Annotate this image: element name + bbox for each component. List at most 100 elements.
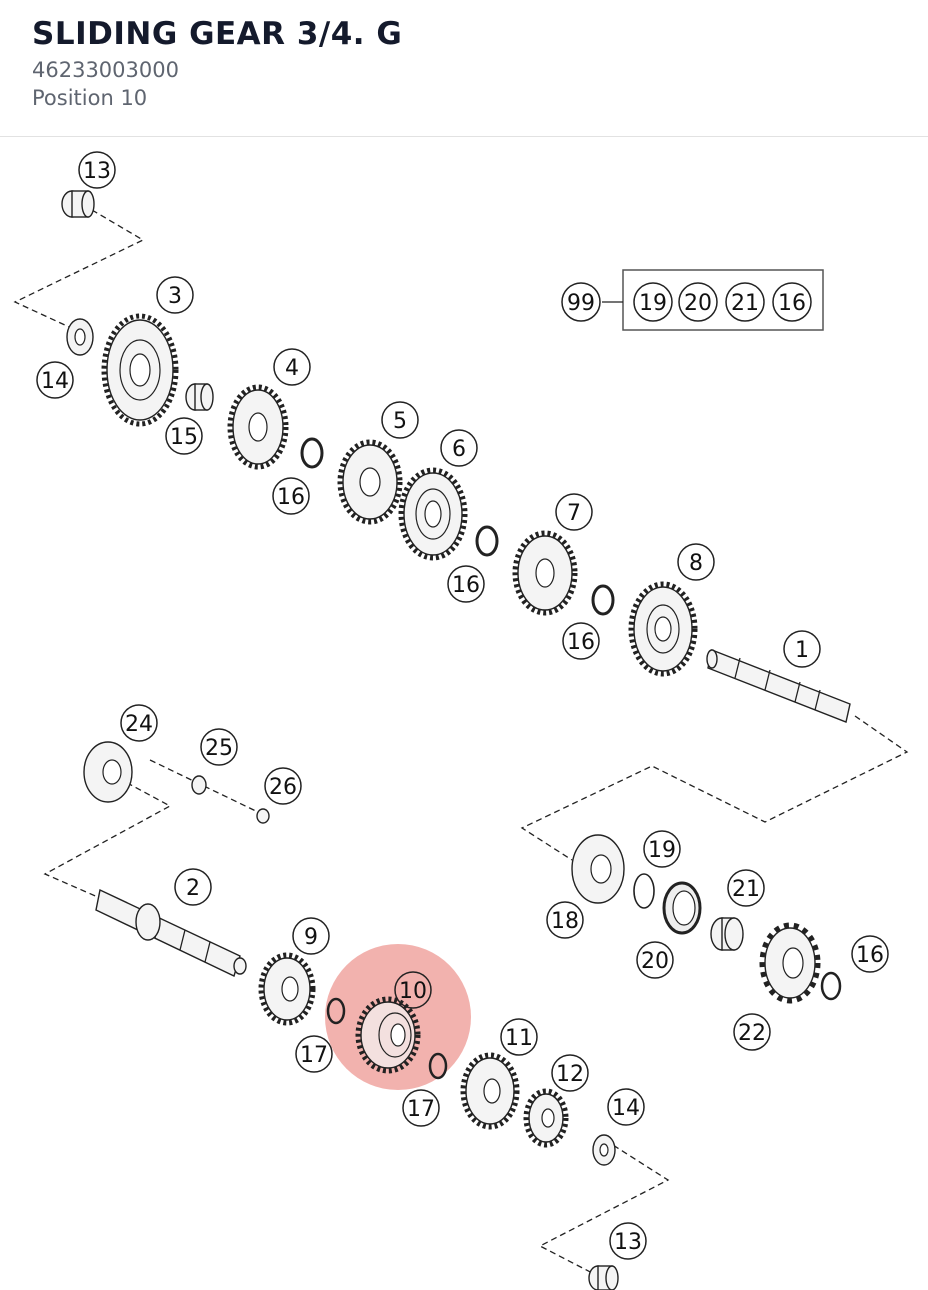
callout-9[interactable]: 9 <box>292 917 330 955</box>
callout-7-label: 7 <box>567 501 581 526</box>
gear-4 <box>227 384 289 470</box>
circlip-17-a <box>326 997 346 1025</box>
callout-11[interactable]: 11 <box>500 1018 538 1056</box>
callout-21[interactable]: 21 <box>727 869 765 907</box>
callout-11-label: 11 <box>505 1026 533 1051</box>
kit-callout-16[interactable]: 16 <box>772 282 812 322</box>
gear-8 <box>628 581 698 677</box>
kit-callout-20-label: 20 <box>684 291 712 316</box>
callout-3-label: 3 <box>168 284 182 309</box>
callout-19-label: 19 <box>648 838 676 863</box>
ball-bearing-18 <box>571 834 625 904</box>
callout-12-label: 12 <box>556 1062 584 1087</box>
counter-shaft-2 <box>95 888 247 977</box>
callout-18-label: 18 <box>551 909 579 934</box>
callout-20-label: 20 <box>641 949 669 974</box>
callout-99[interactable]: 99 <box>561 282 601 322</box>
kit-callout-19[interactable]: 19 <box>633 282 673 322</box>
exploded-parts-diagram: 13 3 14 15 4 16 5 6 <box>13 151 909 1290</box>
sliding-gear-10[interactable] <box>355 996 421 1074</box>
callout-14-top[interactable]: 14 <box>36 361 74 399</box>
callout-25[interactable]: 25 <box>200 728 238 766</box>
callout-8-label: 8 <box>689 551 703 576</box>
gear-6 <box>398 467 468 561</box>
leader-line-top <box>13 209 145 333</box>
callout-16-d-label: 16 <box>856 943 884 968</box>
bolt-26 <box>256 808 270 824</box>
callout-4-label: 4 <box>285 356 299 381</box>
callout-24-label: 24 <box>125 712 153 737</box>
callout-17-a[interactable]: 17 <box>295 1035 333 1073</box>
kit-callout-21[interactable]: 21 <box>725 282 765 322</box>
callout-16-b[interactable]: 16 <box>447 565 485 603</box>
kit-box-99 <box>622 269 824 331</box>
circlip-16-c <box>591 584 615 616</box>
spacer-21 <box>710 917 744 951</box>
callout-13-bottom-label: 13 <box>614 1230 642 1255</box>
callout-19[interactable]: 19 <box>643 830 681 868</box>
callout-15[interactable]: 15 <box>165 417 203 455</box>
callout-13-top[interactable]: 13 <box>78 151 116 189</box>
callout-2[interactable]: 2 <box>174 868 212 906</box>
washer-14-top <box>66 318 94 356</box>
callout-24[interactable]: 24 <box>120 704 158 742</box>
callout-16-c[interactable]: 16 <box>562 622 600 660</box>
callout-13-top-label: 13 <box>83 159 111 184</box>
callout-16-c-label: 16 <box>567 630 595 655</box>
needle-bearing-13-bottom <box>588 1265 619 1290</box>
circlip-16-b <box>475 525 499 557</box>
gear-3 <box>101 313 179 427</box>
callout-16-d[interactable]: 16 <box>851 935 889 973</box>
callout-25-label: 25 <box>205 736 233 761</box>
callout-17-a-label: 17 <box>300 1043 328 1068</box>
callout-1[interactable]: 1 <box>783 630 821 668</box>
callout-5[interactable]: 5 <box>381 401 419 439</box>
callout-99-label: 99 <box>567 291 595 316</box>
callout-6[interactable]: 6 <box>440 429 478 467</box>
callout-20[interactable]: 20 <box>636 941 674 979</box>
callout-14-bottom[interactable]: 14 <box>607 1088 645 1126</box>
callout-5-label: 5 <box>393 409 407 434</box>
callout-16-a-label: 16 <box>277 485 305 510</box>
callout-17-b-label: 17 <box>407 1097 435 1122</box>
part-position: Position 10 <box>32 86 148 110</box>
kit-callout-21-label: 21 <box>731 291 759 316</box>
gear-7 <box>512 530 578 616</box>
header: SLIDING GEAR 3/4. G 46233003000 Position… <box>0 0 928 137</box>
circlip-16-d <box>820 971 842 1001</box>
callout-7[interactable]: 7 <box>555 493 593 531</box>
callout-6-label: 6 <box>452 437 466 462</box>
callout-18[interactable]: 18 <box>546 901 584 939</box>
callout-26[interactable]: 26 <box>264 767 302 805</box>
kit-callout-19-label: 19 <box>639 291 667 316</box>
callout-17-b[interactable]: 17 <box>402 1089 440 1127</box>
callout-14-bottom-label: 14 <box>612 1096 640 1121</box>
callout-15-label: 15 <box>170 425 198 450</box>
sprocket-22 <box>759 922 821 1004</box>
circlip-17-b <box>428 1052 448 1080</box>
o-ring-19 <box>633 873 655 909</box>
callout-16-a[interactable]: 16 <box>272 477 310 515</box>
callout-22[interactable]: 22 <box>733 1013 771 1051</box>
callout-22-label: 22 <box>738 1021 766 1046</box>
shaft-seal-20 <box>662 881 702 935</box>
gear-9 <box>258 952 316 1026</box>
callout-13-bottom[interactable]: 13 <box>609 1222 647 1260</box>
kit-callout-16-label: 16 <box>778 291 806 316</box>
needle-bearing-13-top <box>61 190 95 218</box>
callout-12[interactable]: 12 <box>551 1054 589 1092</box>
needle-bearing-15 <box>185 383 214 411</box>
callout-9-label: 9 <box>304 925 318 950</box>
leader-line-main <box>520 715 909 861</box>
callout-10-label: 10 <box>399 979 427 1004</box>
callout-14-top-label: 14 <box>41 369 69 394</box>
callout-4[interactable]: 4 <box>273 348 311 386</box>
callout-10[interactable]: 10 <box>394 971 432 1009</box>
circlip-16-a <box>300 437 324 469</box>
callout-3[interactable]: 3 <box>156 276 194 314</box>
gear-11 <box>460 1052 520 1130</box>
leader-line-lower <box>43 777 172 899</box>
callout-8[interactable]: 8 <box>677 543 715 581</box>
callout-26-label: 26 <box>269 775 297 800</box>
kit-callout-20[interactable]: 20 <box>678 282 718 322</box>
